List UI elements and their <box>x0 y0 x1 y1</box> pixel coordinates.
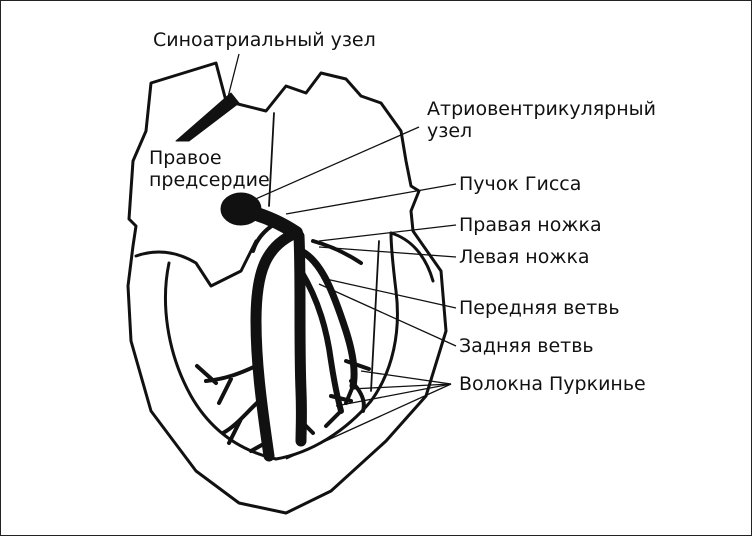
label-his-bundle: Пучок Гисса <box>459 173 582 195</box>
label-right-atrium-line2: предсердие <box>149 169 270 191</box>
leader-posterior <box>318 283 457 347</box>
right-bundle-branch <box>250 227 302 462</box>
sa-node-shape <box>175 92 240 142</box>
leader-his <box>285 183 457 215</box>
label-av-node-line2: узел <box>427 120 473 142</box>
septum-line <box>268 112 275 207</box>
left-anterior-branch <box>297 247 358 390</box>
leader-sa <box>226 53 240 102</box>
label-posterior-branch: Задняя ветвь <box>459 335 594 357</box>
purkinje-right <box>299 359 371 435</box>
inner-endocardium-left <box>164 261 278 461</box>
left-ventricle-wall <box>389 231 435 283</box>
leader-lines <box>226 53 457 460</box>
label-av-node-line1: Атриовентрикулярный <box>427 98 657 120</box>
right-atrium-wall <box>134 239 258 288</box>
inner-endocardium-right <box>274 231 399 461</box>
label-sa-node: Синоатриальный узел <box>153 29 376 51</box>
leader-av <box>250 126 420 202</box>
label-purkinje-fibers: Волокна Пуркинье <box>459 373 646 395</box>
label-anterior-branch: Передняя ветвь <box>459 297 620 319</box>
left-bundle-branch <box>293 230 307 447</box>
heart-outline <box>126 61 448 515</box>
leader-purkinje-3 <box>335 383 452 407</box>
his-branch-top <box>251 221 363 265</box>
label-right-atrium-line1: Правое <box>149 147 222 169</box>
leader-right <box>318 224 457 242</box>
leader-left <box>318 246 457 258</box>
leader-anterior <box>325 278 457 309</box>
leader-purkinje-1 <box>360 370 452 385</box>
interventricular-line <box>370 240 380 392</box>
leader-purkinje-2 <box>350 383 452 390</box>
leader-purkinje-4 <box>285 383 452 460</box>
label-left-branch: Левая ножка <box>459 246 590 268</box>
purkinje-left <box>195 364 271 453</box>
label-right-branch: Правая ножка <box>459 214 602 236</box>
